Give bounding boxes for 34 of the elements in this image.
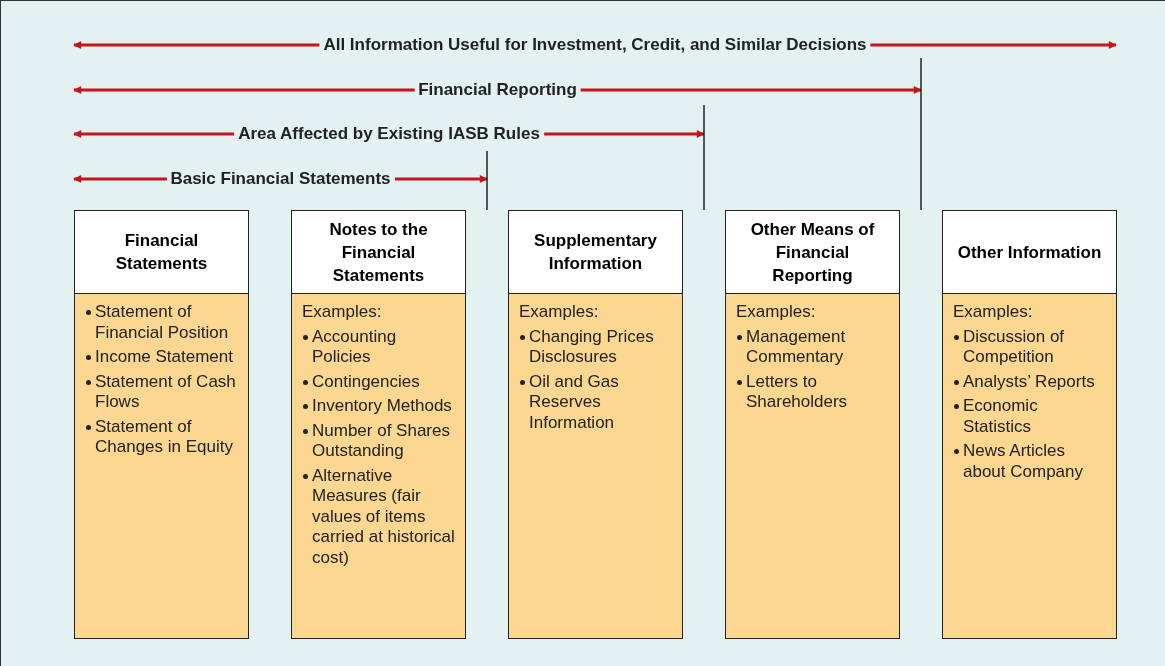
scope-label: Financial Reporting (414, 80, 581, 100)
bullet-item: Letters to Shareholders (746, 371, 849, 413)
column-title: Other Means of Financial Reporting (749, 218, 876, 287)
category-column (291, 210, 466, 639)
bullet-item: Changing Prices Disclosures (529, 326, 655, 368)
examples-heading: Examples: (953, 302, 1034, 323)
bullet-item: Statement of Changes in Equity (95, 416, 234, 458)
column-title: Other Information (956, 241, 1103, 264)
category-column (725, 210, 900, 639)
bullet-item: Economic Statistics (963, 396, 1039, 437)
column-title: Notes to the Financial Statements (328, 218, 429, 287)
examples-heading: Examples: (736, 302, 817, 323)
bullet-item: Statement of Cash Flows (95, 371, 237, 413)
examples-heading: Examples: (302, 302, 383, 323)
category-column (508, 210, 683, 639)
bullet-item: Management Commentary (746, 326, 847, 368)
bullet-item: Alternative Measures (fair values of items carried at historical cost) (312, 465, 456, 568)
scope-label: All Information Useful for Investment, Credit, and Similar Decisions (319, 35, 871, 55)
bullet-item: News Articles about Company (963, 441, 1085, 482)
bullet-item: Income Statement (95, 347, 233, 368)
bullet-item: Number of Shares Outstanding (312, 420, 451, 462)
category-column (942, 210, 1117, 639)
bullet-item: Analysts’ Reports (963, 371, 1095, 392)
bullet-item: Contingencies (312, 371, 420, 392)
examples-heading: Examples: (519, 302, 600, 323)
column-title: Financial Statements (114, 230, 209, 275)
bullet-item: Inventory Methods (312, 396, 452, 417)
bullet-item: Discussion of Competition (963, 326, 1066, 368)
bullet-item: Oil and Gas Reserves Information (529, 371, 620, 433)
category-column (74, 210, 249, 639)
bullet-item: Accounting Policies (312, 326, 398, 368)
scope-label: Area Affected by Existing IASB Rules (234, 124, 544, 144)
bullet-item: Statement of Financial Position (95, 302, 230, 343)
column-title: Supplementary Information (533, 230, 658, 275)
